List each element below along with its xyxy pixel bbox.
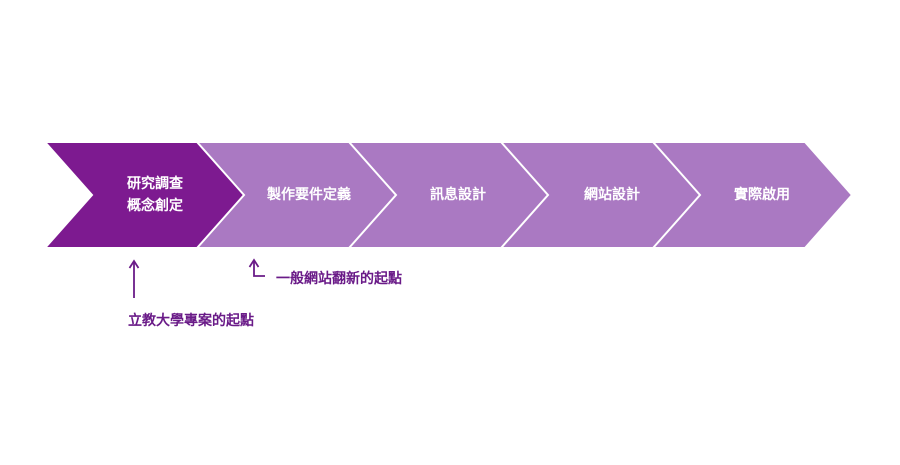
annotation-general-start: 一般網站翻新的起點 — [276, 271, 402, 287]
chevron-step-1 — [42, 141, 246, 249]
step-research-concept: 研究調查 概念創定 — [127, 173, 183, 217]
step-label-line: 製作要件定義 — [267, 187, 351, 203]
step-label-line: 訊息設計 — [430, 187, 486, 203]
step-launch: 實際啟用 — [734, 184, 790, 206]
step-label-line: 概念創定 — [127, 198, 183, 214]
step-label-line: 網站設計 — [584, 187, 640, 203]
annotation-university-start: 立教大學專案的起點 — [128, 313, 254, 329]
step-site-design: 網站設計 — [584, 184, 640, 206]
step-label-line: 研究調查 — [127, 176, 183, 192]
corner-up-arrow-icon — [248, 258, 265, 277]
step-message-design: 訊息設計 — [430, 184, 486, 206]
up-arrow-icon — [128, 259, 140, 298]
step-label-line: 實際啟用 — [734, 187, 790, 203]
step-requirements: 製作要件定義 — [267, 184, 351, 206]
